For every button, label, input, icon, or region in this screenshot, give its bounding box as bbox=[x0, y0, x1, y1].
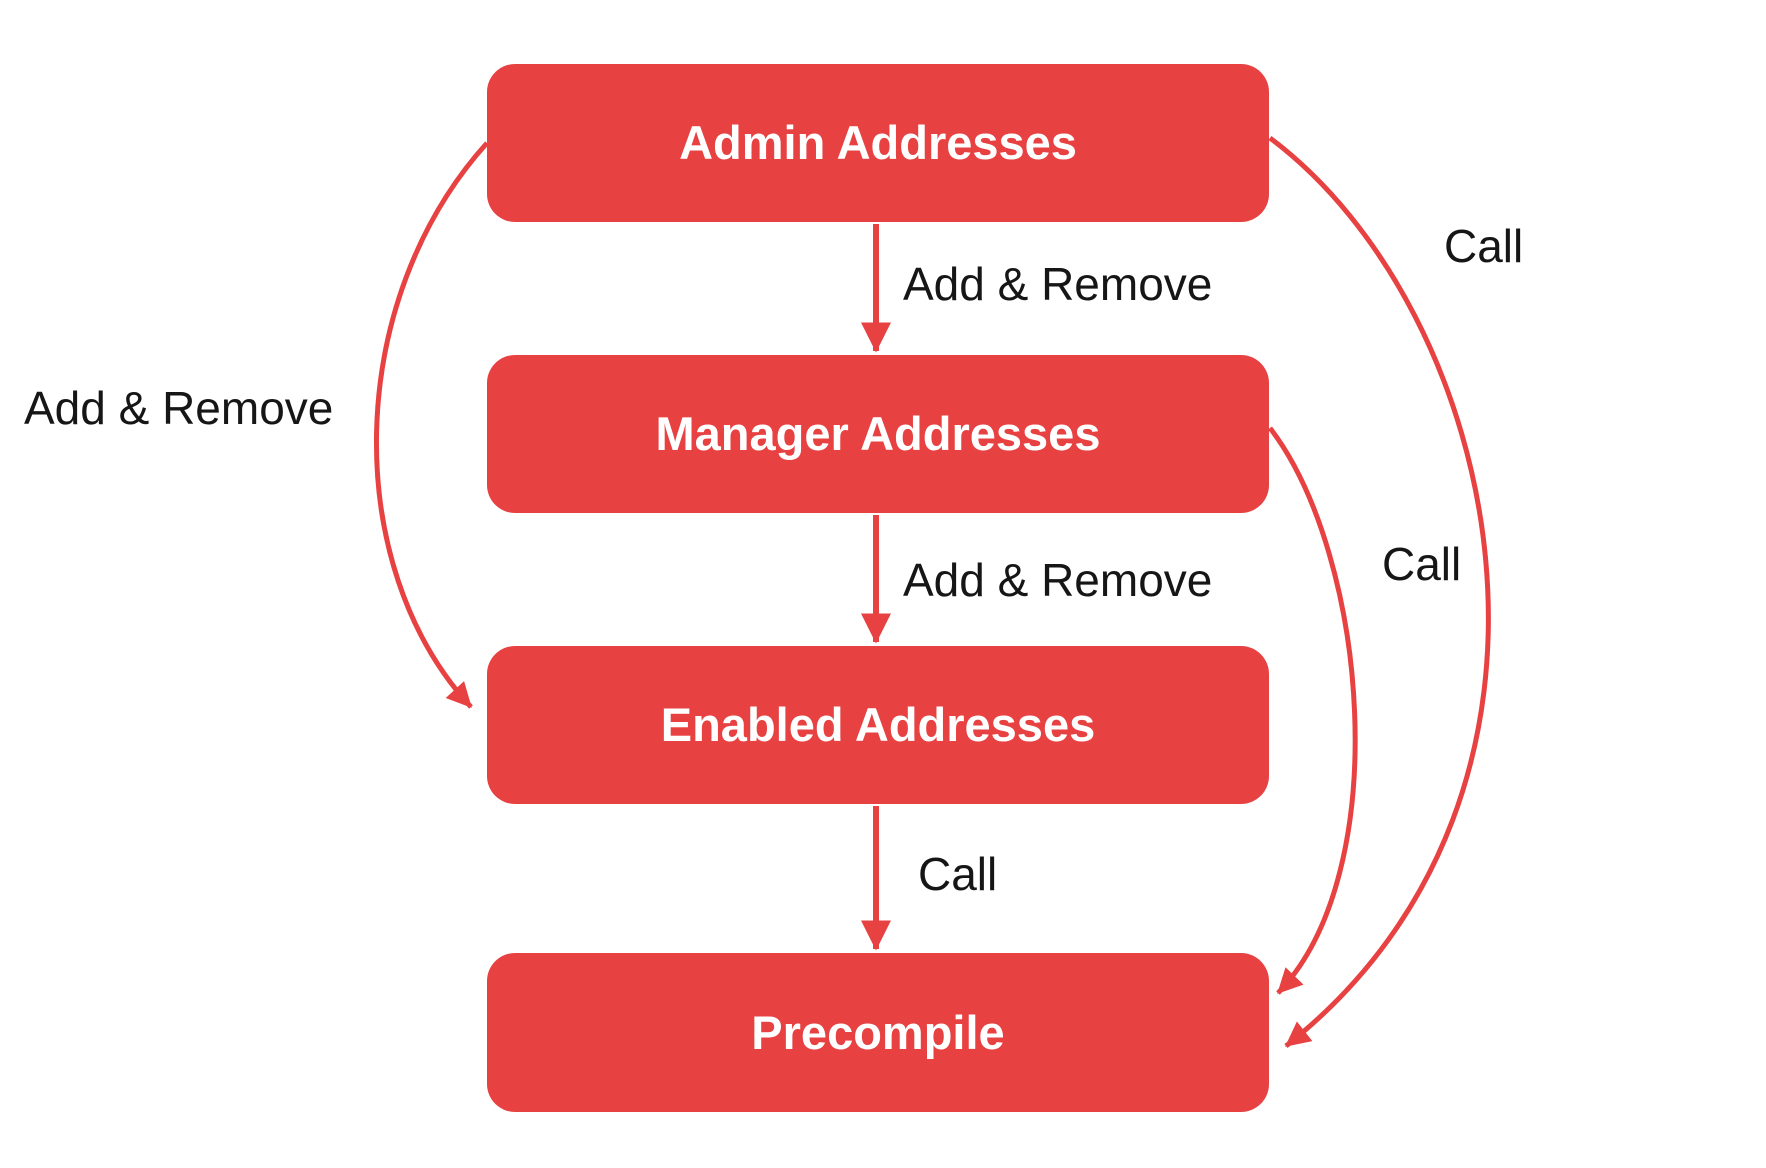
edge-enabled-to-precompile-label: Call bbox=[918, 848, 997, 900]
edge-manager-to-precompile-arrow bbox=[1268, 426, 1358, 995]
node-admin-addresses-box bbox=[487, 64, 1269, 222]
node-precompile: Precompile bbox=[487, 953, 1269, 1112]
node-enabled-addresses-box bbox=[487, 646, 1269, 804]
node-precompile-box bbox=[487, 953, 1269, 1112]
node-admin-addresses: Admin Addresses bbox=[487, 64, 1269, 222]
node-enabled-addresses: Enabled Addresses bbox=[487, 646, 1269, 804]
edge-admin-to-manager-label: Add & Remove bbox=[903, 258, 1212, 310]
edge-admin-to-enabled-label: Add & Remove bbox=[24, 382, 333, 434]
edge-manager-to-enabled-label: Add & Remove bbox=[903, 554, 1212, 606]
node-enabled-addresses-label: Enabled Addresses bbox=[661, 698, 1095, 751]
edge-admin-to-enabled-arrow bbox=[374, 141, 489, 709]
edge-admin-to-precompile-label: Call bbox=[1444, 220, 1523, 272]
node-manager-addresses-label: Manager Addresses bbox=[656, 407, 1101, 460]
node-manager-addresses-box bbox=[487, 355, 1269, 513]
edge-admin-to-precompile-arrow bbox=[1268, 135, 1491, 1048]
node-manager-addresses: Manager Addresses bbox=[487, 355, 1269, 513]
node-admin-addresses-label: Admin Addresses bbox=[679, 116, 1077, 169]
edge-manager-to-precompile-label: Call bbox=[1382, 538, 1461, 590]
node-precompile-label: Precompile bbox=[751, 1006, 1004, 1059]
